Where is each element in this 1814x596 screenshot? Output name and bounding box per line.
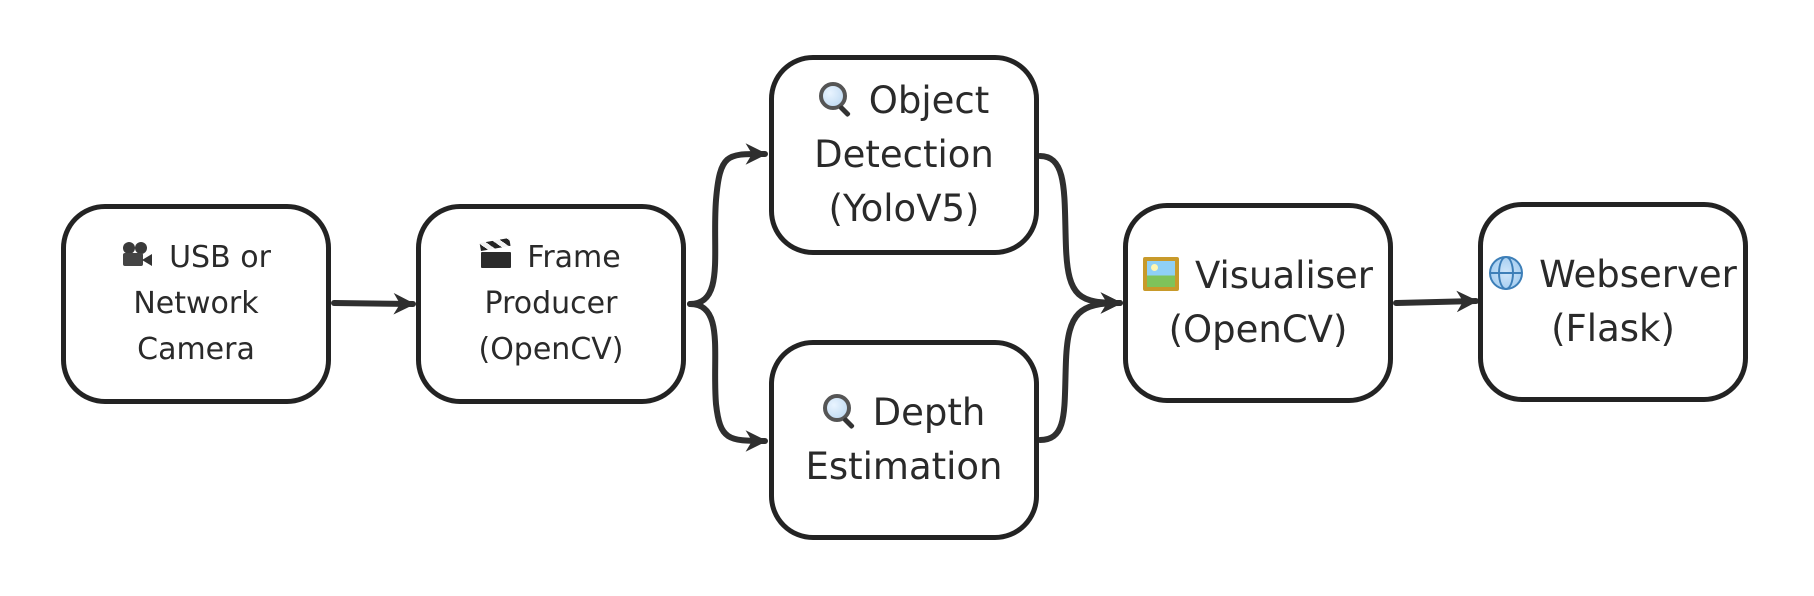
edge-object-detection-to-visualiser: [1037, 153, 1123, 314]
edge-frame-producer-to-depth-estimation: [687, 301, 768, 452]
node-object-detection-line-2: Detection: [814, 133, 994, 176]
node-camera-line-2: Network: [133, 286, 259, 321]
node-visualiser: Visualiser (OpenCV): [1123, 203, 1393, 403]
movie-camera-icon: [121, 241, 153, 268]
magnifying-glass-icon: [822, 393, 857, 429]
node-depth-estimation-line-1: Depth: [805, 386, 1002, 440]
node-object-detection: Object Detection (YoloV5): [769, 55, 1039, 255]
node-frame-producer: Frame Producer (OpenCV): [416, 204, 686, 404]
node-camera-line-3: Camera: [137, 332, 255, 367]
clapper-board-icon: [479, 237, 512, 269]
node-visualiser-line-2: (OpenCV): [1168, 308, 1348, 351]
node-object-detection-line-1: Object: [814, 74, 994, 128]
node-webserver-line-2: (Flask): [1551, 307, 1675, 350]
node-frame-producer-line-3: (OpenCV): [478, 332, 624, 367]
edge-frame-producer-to-object-detection: [687, 143, 768, 307]
edge-depth-estimation-to-visualiser: [1037, 292, 1123, 443]
node-depth-estimation-line-2: Estimation: [805, 445, 1003, 488]
magnifying-glass-icon: [818, 81, 853, 117]
node-frame-producer-line-2: Producer: [484, 286, 618, 321]
node-frame-producer-line-1: Frame: [478, 235, 623, 281]
node-camera-line-1: USB or: [121, 235, 271, 281]
globe-icon: [1489, 255, 1524, 290]
node-webserver-line-1: Webserver: [1489, 248, 1737, 302]
framed-picture-icon: [1143, 256, 1179, 291]
node-depth-estimation: Depth Estimation: [769, 340, 1039, 540]
edge-visualiser-to-webserver: [1393, 290, 1479, 313]
node-object-detection-line-3: (YoloV5): [828, 187, 980, 230]
node-visualiser-line-1: Visualiser: [1143, 249, 1373, 303]
edge-camera-to-frame-producer: [331, 292, 416, 315]
node-webserver: Webserver (Flask): [1478, 202, 1748, 402]
node-camera: USB or Network Camera: [61, 204, 331, 404]
